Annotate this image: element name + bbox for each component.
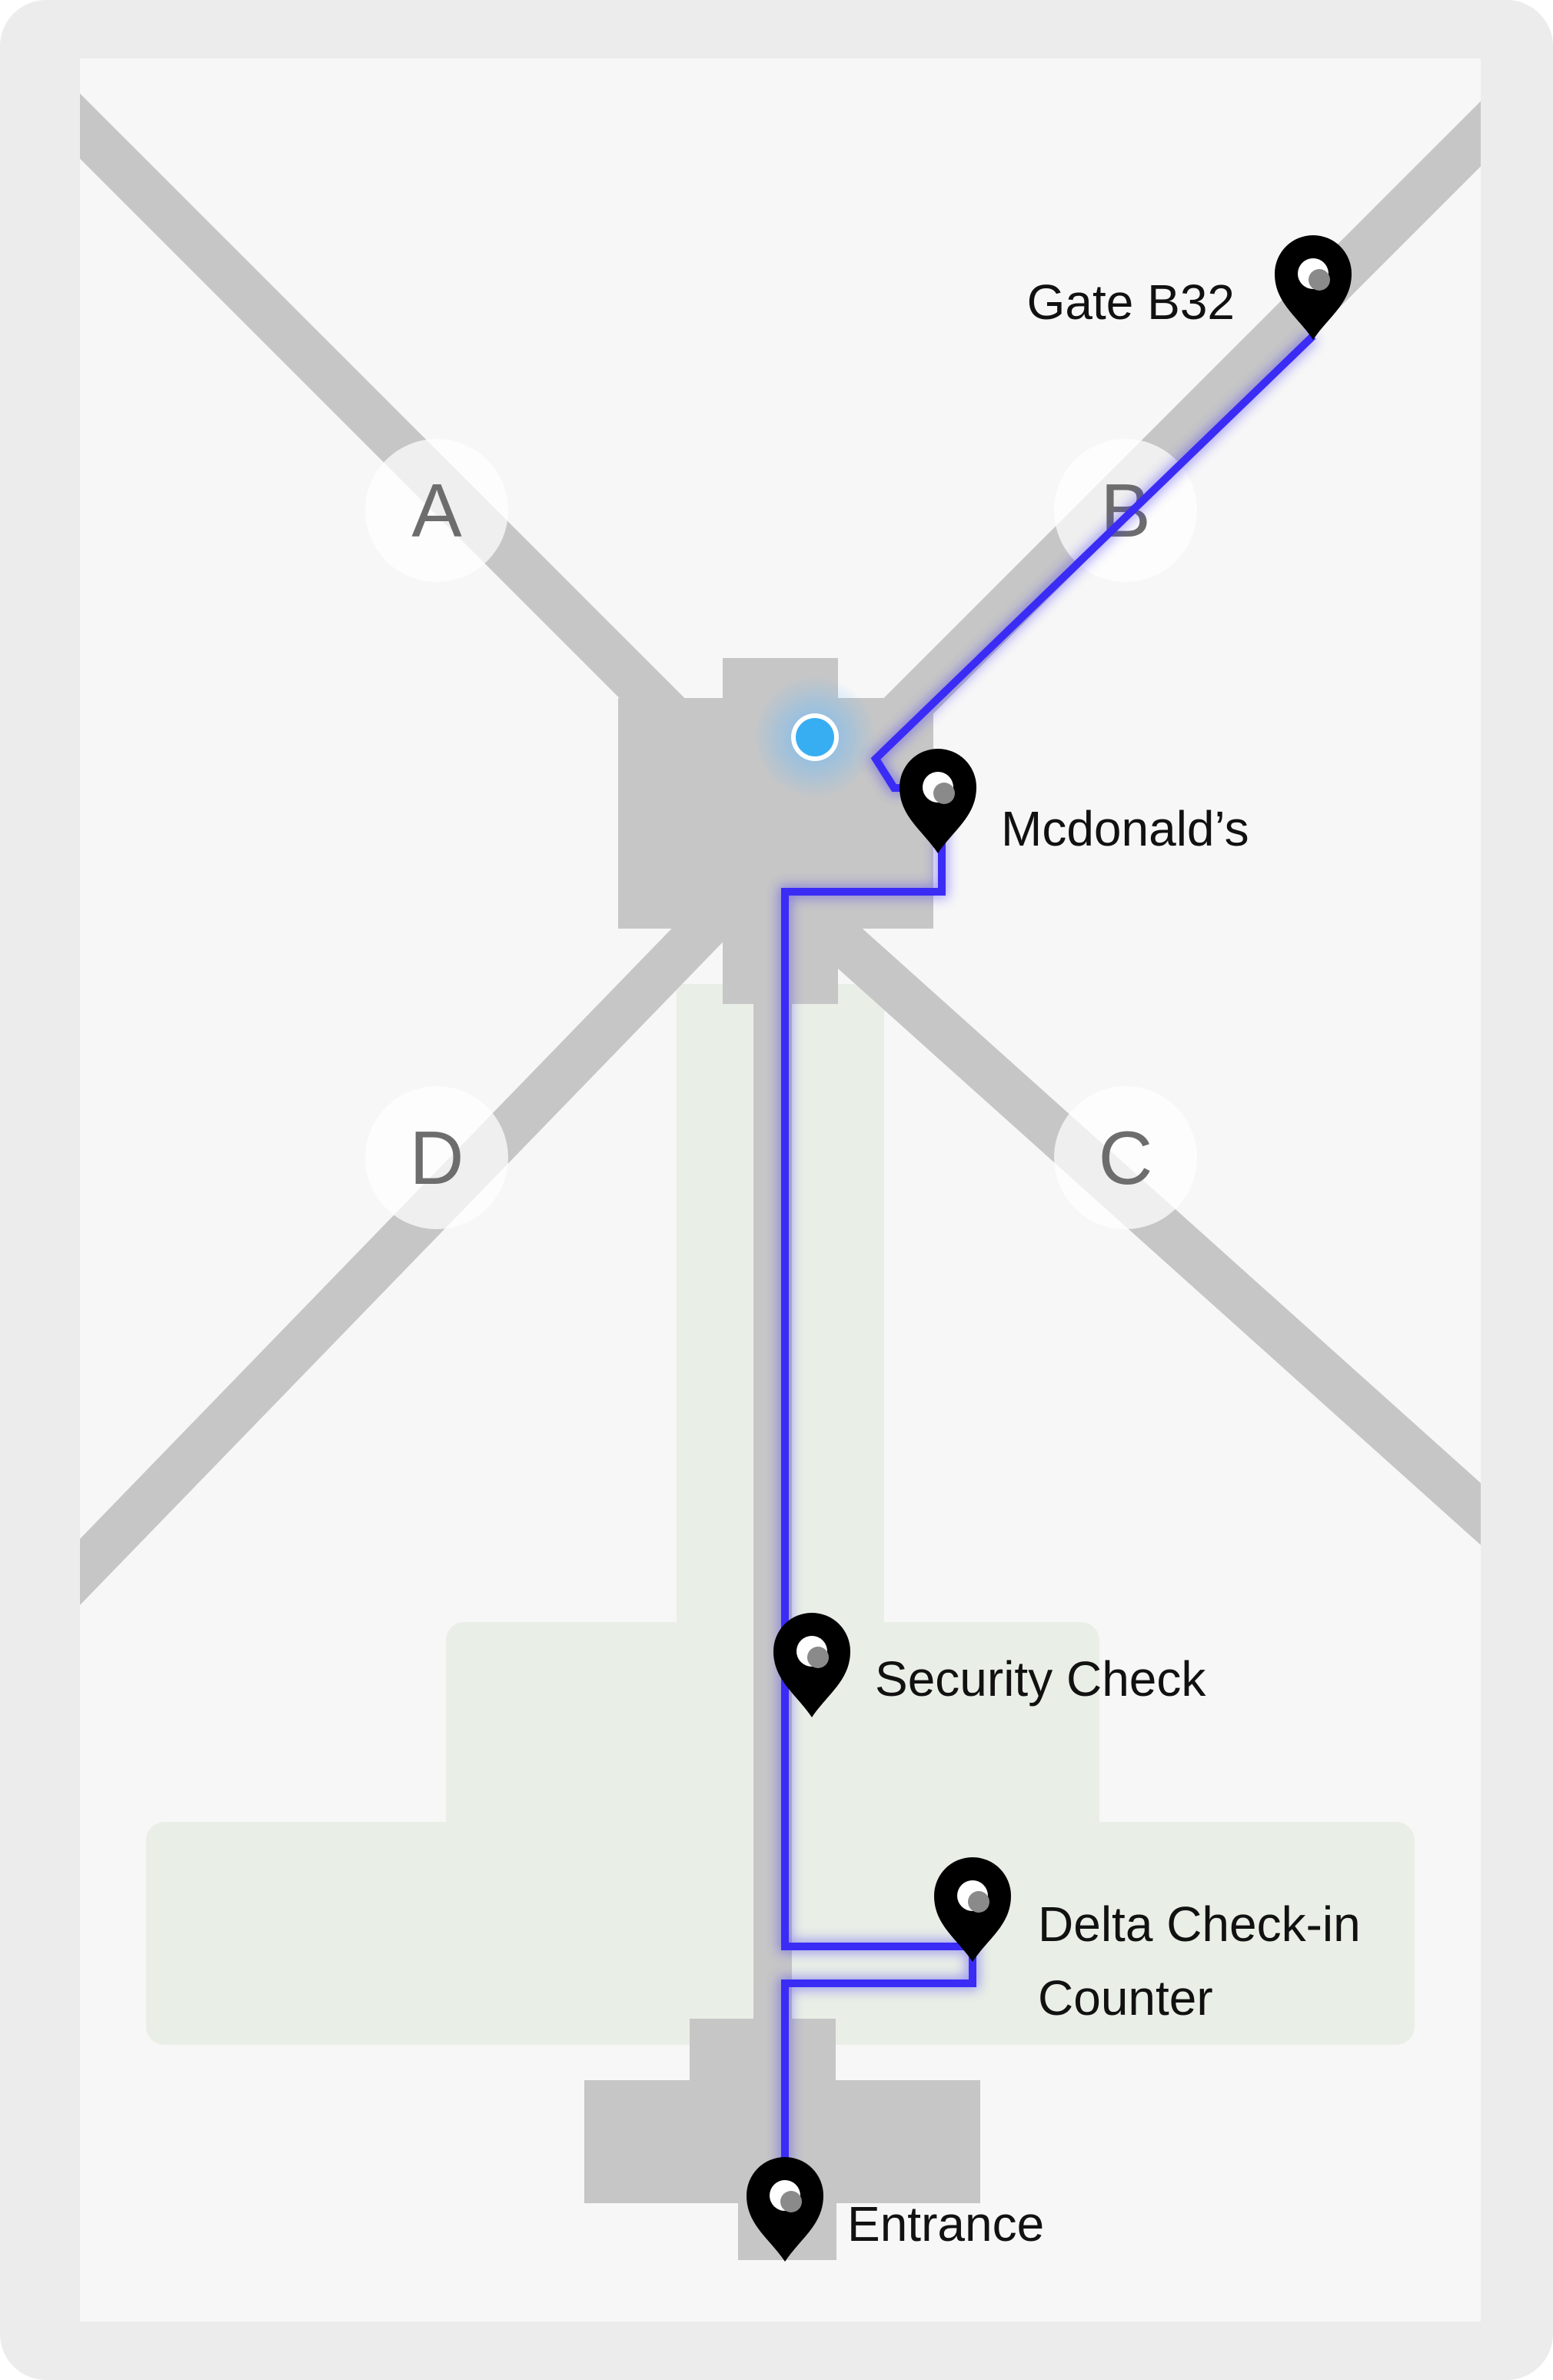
concourse-a-badge[interactable]: A xyxy=(365,439,508,582)
concourse-a-label: A xyxy=(411,468,462,553)
concourse-d-label: D xyxy=(410,1115,464,1200)
map-pin-icon xyxy=(900,749,976,853)
map-pin-icon xyxy=(934,1857,1011,1962)
concourse-d-badge[interactable]: D xyxy=(365,1086,508,1229)
marker-delta-check-in-counter-label: Counter xyxy=(1038,1970,1213,2026)
marker-security-check[interactable]: Security Check xyxy=(773,1613,1206,1717)
marker-gate-b32[interactable]: Gate B32 xyxy=(1027,235,1352,340)
route xyxy=(779,331,1318,2212)
marker-entrance[interactable]: Entrance xyxy=(747,2157,1044,2262)
map-pin-icon xyxy=(747,2157,823,2262)
current-location-indicator xyxy=(753,676,876,799)
map-pin-icon xyxy=(1275,235,1352,340)
marker-mcdonalds[interactable]: Mcdonald’s xyxy=(900,749,1249,856)
marker-gate-b32-label: Gate B32 xyxy=(1027,274,1235,330)
marker-delta-check-in-counter-label: Delta Check-in xyxy=(1038,1896,1361,1952)
marker-entrance-label: Entrance xyxy=(847,2196,1044,2252)
marker-mcdonalds-label: Mcdonald’s xyxy=(1001,801,1249,856)
concourse-c-badge[interactable]: C xyxy=(1054,1086,1197,1229)
marker-security-check-label: Security Check xyxy=(875,1651,1206,1707)
map-pin-icon xyxy=(773,1613,850,1717)
concourse-c-label: C xyxy=(1099,1115,1153,1200)
